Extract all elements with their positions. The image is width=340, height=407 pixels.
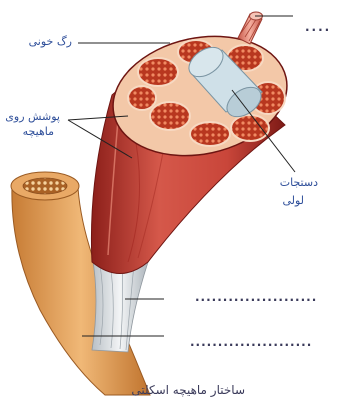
fascicle [190, 122, 230, 146]
blood-vessel [238, 12, 263, 44]
label-tube-bundles-line1: دستجات [280, 175, 318, 190]
label-tube-bundles-line2: لولی [282, 193, 304, 208]
label-muscle-sheath-line1: پوشش روی [5, 109, 60, 124]
label-blood-vessel: رگ خونی [29, 34, 72, 49]
fascicle [231, 115, 269, 141]
blank-top-right: .... [305, 20, 331, 35]
blank-lower: ...................... [190, 335, 312, 350]
fascicle [128, 86, 156, 110]
blank-middle: ...................... [195, 290, 317, 305]
diagram-caption: ساختار ماهیچه اسکلتی [131, 383, 245, 398]
fascicle [138, 58, 178, 86]
label-muscle-sheath-line2: ماهیچه [23, 124, 54, 139]
fascicle [150, 102, 190, 130]
